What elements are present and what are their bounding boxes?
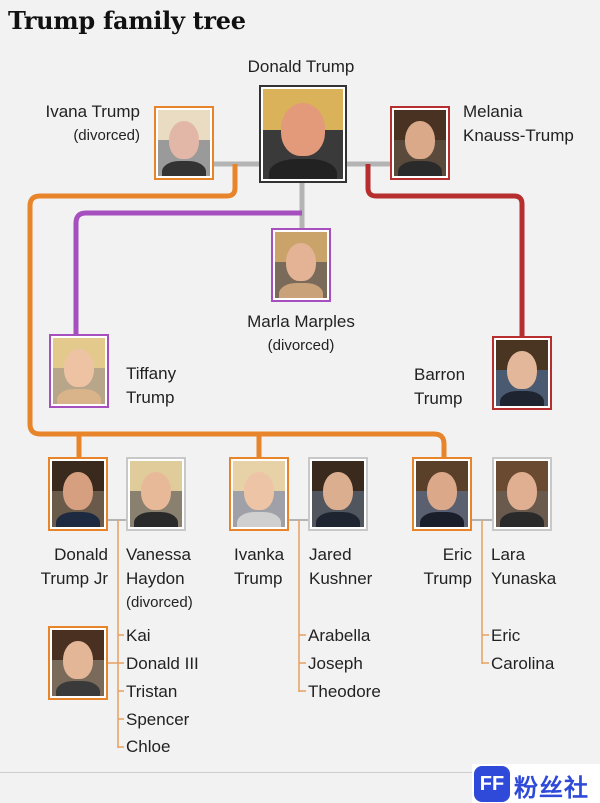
grandchild-name: Donald III [126, 654, 199, 673]
grandchild-name: Eric [491, 626, 521, 645]
vanessa-haydon-photo [126, 457, 186, 531]
marla-child-line [73, 210, 302, 334]
watermark-text: 粉丝社区 [514, 775, 589, 802]
connector-lines [27, 161, 525, 748]
donald-trump-label: Donald Trump [247, 57, 355, 76]
grandchild-name: Kai [126, 626, 151, 645]
melania-trump-photo [390, 106, 450, 180]
vanessa-label: Vanessa Haydon (divorced) [126, 545, 193, 611]
jared-kushner-photo [308, 457, 368, 531]
ivana-trump-photo [154, 106, 214, 180]
bottom-divider [0, 772, 600, 773]
ivana-children-line [27, 164, 447, 457]
lara-yunaska-photo [492, 457, 552, 531]
grandchild-name: Spencer [126, 710, 190, 729]
watermark-mark-icon: FF [474, 766, 510, 802]
grandchild-name: Chloe [126, 737, 171, 756]
eric-label: Eric Trump [423, 545, 473, 588]
melania-label: Melania Knauss-Trump [463, 102, 574, 145]
marla-marples-photo [271, 228, 331, 302]
lara-label: Lara Yunaska [491, 545, 557, 588]
kai-trump-photo [48, 626, 108, 700]
ivana-trump-label: Ivana Trump (divorced) [45, 102, 141, 144]
ivanka-trump-photo [229, 457, 289, 531]
grandchild-name: Joseph [308, 654, 363, 673]
grandchild-name: Tristan [126, 682, 178, 701]
watermark-logo: FF 粉丝社区 [472, 764, 600, 803]
don-jr-label: Donald Trump Jr [40, 545, 108, 588]
jared-label: Jared Kushner [309, 545, 373, 588]
melania-child-line [365, 164, 525, 336]
donald-trump-photo [259, 85, 347, 183]
eric-trump-photo [412, 457, 472, 531]
barron-label: Barron Trump [414, 365, 466, 408]
grandchild-name: Arabella [308, 626, 371, 645]
tiffany-trump-photo [49, 334, 109, 408]
page-title: Trump family tree [8, 6, 246, 35]
donald-trump-jr-photo [48, 457, 108, 531]
marla-marples-label: Marla Marples (divorced) [247, 312, 355, 354]
ivanka-label: Ivanka Trump [234, 545, 285, 588]
grandchild-name: Carolina [491, 654, 555, 673]
grandchild-name: Theodore [308, 682, 381, 701]
barron-trump-photo [492, 336, 552, 410]
tiffany-label: Tiffany Trump [126, 364, 177, 407]
